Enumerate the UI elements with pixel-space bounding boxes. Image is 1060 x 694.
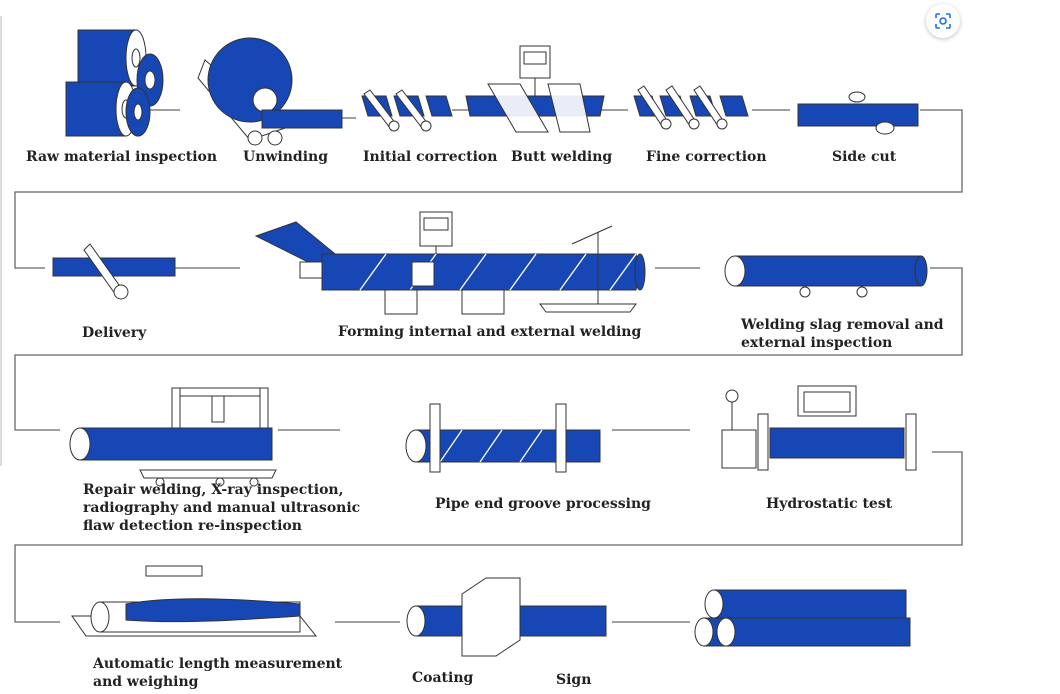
finished-pipes-icon xyxy=(694,589,911,647)
label-repair-line3: flaw detection re-inspection xyxy=(83,518,302,534)
edge-marker xyxy=(0,16,2,466)
unwinding-coil-icon xyxy=(197,37,343,146)
lens-search-button[interactable] xyxy=(926,4,960,38)
fine-correction-rollers-icon xyxy=(630,85,752,130)
label-hydrostatic: Hydrostatic test xyxy=(766,496,893,512)
label-repair-line1: Repair welding, X-ray inspection, xyxy=(83,482,344,498)
repair-xray-station-icon xyxy=(69,387,277,487)
length-measurement-icon xyxy=(71,565,318,637)
label-raw-material-inspection: Raw material inspection xyxy=(26,149,218,165)
raw-material-coils-icon xyxy=(65,29,164,137)
groove-processing-icon xyxy=(405,403,601,473)
flow-lines xyxy=(14,109,963,623)
slag-removal-pipe-icon xyxy=(724,255,928,298)
coating-sign-icon xyxy=(406,577,607,657)
label-side-cut: Side cut xyxy=(832,149,897,165)
label-unwinding: Unwinding xyxy=(243,149,329,165)
label-coating: Coating xyxy=(412,670,474,686)
forming-welding-machine-icon xyxy=(254,211,646,315)
label-groove: Pipe end groove processing xyxy=(435,496,651,512)
label-length-line2: and weighing xyxy=(93,674,199,690)
label-length-line1: Automatic length measurement xyxy=(93,656,343,672)
delivery-roller-icon xyxy=(52,243,176,300)
lens-icon xyxy=(935,13,951,29)
label-initial-correction: Initial correction xyxy=(363,149,498,165)
label-fine-correction: Fine correction xyxy=(646,149,767,165)
side-cut-icon xyxy=(797,91,919,135)
label-repair-line2: radiography and manual ultrasonic xyxy=(83,500,361,516)
label-butt-welding: Butt welding xyxy=(511,149,613,165)
butt-welding-machine-icon xyxy=(465,45,605,133)
initial-correction-rollers-icon xyxy=(356,89,453,132)
label-sign: Sign xyxy=(556,672,592,688)
hydrostatic-test-icon xyxy=(721,385,917,471)
label-slag-removal-line1: Welding slag removal and xyxy=(741,317,944,333)
label-slag-removal-line2: external inspection xyxy=(741,335,893,351)
label-delivery: Delivery xyxy=(82,325,147,341)
label-forming-welding: Forming internal and external welding xyxy=(338,324,642,340)
